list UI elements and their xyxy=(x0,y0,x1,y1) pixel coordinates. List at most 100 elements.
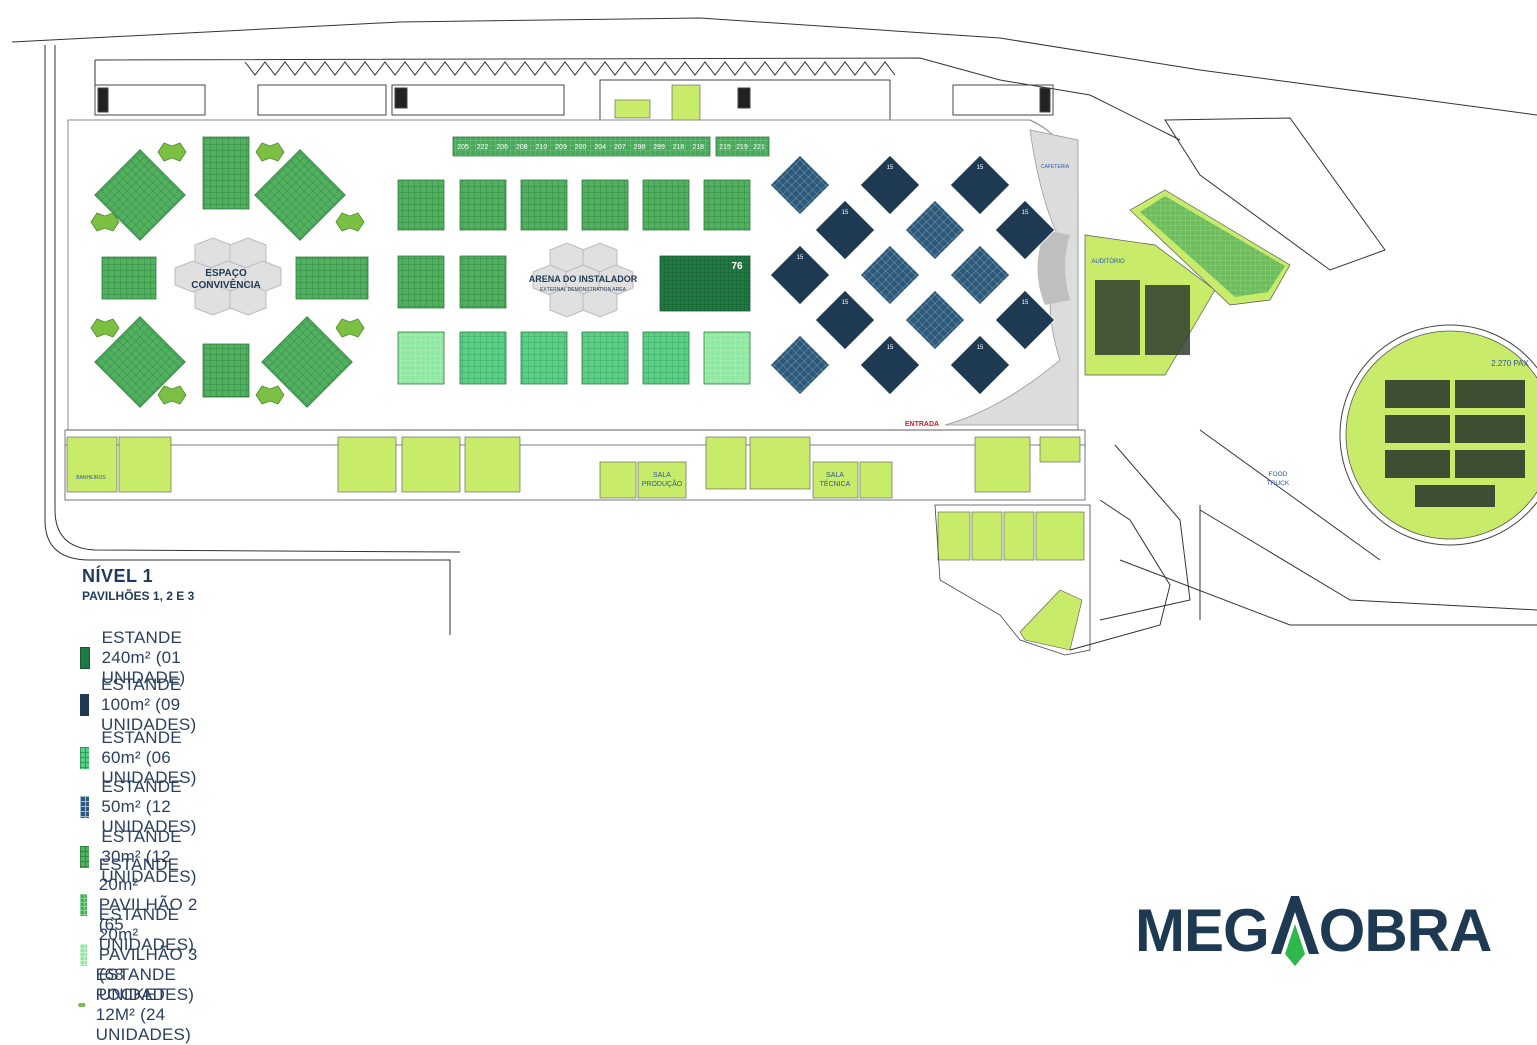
top-row-booth-label: 219 xyxy=(736,144,748,151)
sala-tecnica-label-2: TÉCNICA xyxy=(820,479,851,488)
arena-label: ARENA DO INSTALADOR xyxy=(529,274,638,284)
pocket-booth xyxy=(157,142,187,162)
booth-100m xyxy=(814,289,876,351)
booth-50m xyxy=(904,199,966,261)
top-row-booth-label: 210 xyxy=(536,144,548,151)
top-row-booth-label: 209 xyxy=(555,144,567,151)
left-zone-booths xyxy=(94,136,369,408)
legend-item-20-p2: ESTANDE 20m² PAVILHÃO 2 (65 UNIDADES) xyxy=(80,855,209,954)
top-row-booth-label: 221 xyxy=(753,144,765,151)
logo-right-text: OBRA xyxy=(1318,897,1493,964)
booth-100m xyxy=(769,244,831,306)
top-lime-room-1 xyxy=(614,99,651,119)
booth-50m xyxy=(769,154,831,216)
food-truck-label-1: FOOD xyxy=(1269,471,1288,478)
booth-50m xyxy=(769,334,831,396)
legend-label: ESTANDE 20m² PAVILHÃO 2 (65 UNIDADES) xyxy=(98,855,198,954)
hall-curve-auditorium xyxy=(1037,230,1070,305)
bottom-lime-rooms xyxy=(66,436,1081,499)
top-row-booth-label: 207 xyxy=(614,144,626,151)
pocket-booth xyxy=(90,212,120,232)
banheiros-label: BANHEIROS xyxy=(76,475,106,481)
pocket-booth xyxy=(157,385,187,405)
sala-producao-label-2: PRODUÇÃO xyxy=(642,479,683,488)
top-row-booth-label: 215 xyxy=(719,144,731,151)
top-row-booth-label: 204 xyxy=(594,144,606,151)
center-booths: 76 xyxy=(397,179,751,385)
legend-item-60: ESTANDE 60m² (06 UNIDADES) xyxy=(80,728,209,787)
legend-item-240: ESTANDE 240m² (01 UNIDADE) xyxy=(80,628,198,687)
legend-label: ESTANDE 20m² PAVILHÃO 3 (68 UNIDADES) xyxy=(98,905,198,1004)
pocket-booth xyxy=(255,385,285,405)
legend-label: ESTANDE POCKET 12M² (24 UNIDADES) xyxy=(95,965,191,1044)
booth-100m-label: 15 xyxy=(977,165,984,171)
pocket-booth xyxy=(335,318,365,338)
pocket-booth xyxy=(90,318,120,338)
logo-left-text: MEG xyxy=(1135,897,1270,964)
arena-do-instalador: ARENA DO INSTALADOR EXTERNAL DEMONSTRATI… xyxy=(529,242,638,318)
booth-100m xyxy=(949,154,1011,216)
auditorium: AUDITÓRIO xyxy=(1084,234,1216,376)
site-outline xyxy=(11,17,1537,651)
legend-label: ESTANDE 50m² (12 UNIDADES) xyxy=(101,777,197,836)
lower-wing xyxy=(937,511,1085,651)
booth-100m xyxy=(859,334,921,396)
food-truck-label-2: TRUCK xyxy=(1267,480,1290,487)
espaco-label-1: ESPAÇO xyxy=(205,268,247,279)
booth-100m-label: 15 xyxy=(887,345,894,351)
booth-100m-label: 15 xyxy=(797,255,804,261)
booth-100m xyxy=(949,334,1011,396)
sala-producao-label-1: SALA xyxy=(653,472,671,479)
legend-label: ESTANDE 30m² (12 UNIDADES) xyxy=(101,827,197,886)
booth-100m-label: 15 xyxy=(842,210,849,216)
pax-label: 2.270 PAX xyxy=(1491,359,1529,368)
booth-100m xyxy=(814,199,876,261)
swatch-20-p2 xyxy=(80,894,87,916)
entrada-label: ENTRADA xyxy=(905,421,939,428)
top-row-booth-label: 216 xyxy=(673,144,685,151)
booth-100m-label: 15 xyxy=(887,165,894,171)
top-service-rooms xyxy=(94,79,1054,121)
auditorio-label: AUDITÓRIO xyxy=(1091,258,1125,265)
booth-100m xyxy=(859,154,921,216)
espaco-convivencia: ESPAÇO CONVIVÊNCIA xyxy=(174,237,282,316)
booth-240 xyxy=(659,255,751,312)
booth-50m xyxy=(859,244,921,306)
top-lime-room-2 xyxy=(671,84,701,121)
pocket-booth xyxy=(255,142,285,162)
swatch-30 xyxy=(80,846,90,868)
level-subtitle: PAVILHÕES 1, 2 E 3 xyxy=(82,589,195,603)
legend-label: ESTANDE 60m² (06 UNIDADES) xyxy=(101,728,197,787)
top-row-booth-label: 200 xyxy=(575,144,587,151)
pocket-booth xyxy=(335,212,365,232)
cafeteria-label: CAFETERIA xyxy=(1041,164,1070,170)
booth-50m xyxy=(904,289,966,351)
arena-sublabel: EXTERNAL DEMONSTRATION AREA xyxy=(540,287,627,293)
booth-50m xyxy=(949,244,1011,306)
legend-item-20-p3: ESTANDE 20m² PAVILHÃO 3 (68 UNIDADES) xyxy=(80,905,209,1004)
swatch-pocket xyxy=(77,1002,86,1008)
legend-item-50: ESTANDE 50m² (12 UNIDADES) xyxy=(80,777,209,836)
swatch-60 xyxy=(80,747,90,769)
swatch-20-p3 xyxy=(80,944,87,966)
top-row-booth-label: 299 xyxy=(653,144,665,151)
auditorium-side-rooms xyxy=(1129,189,1291,306)
top-row-booth-label: 208 xyxy=(516,144,528,151)
espaco-label-2: CONVIVÊNCIA xyxy=(191,278,260,291)
sala-tecnica-label-1: SALA xyxy=(826,472,844,479)
booth-100m xyxy=(994,199,1056,261)
logo-chevron-icon xyxy=(1270,896,1319,966)
swatch-240 xyxy=(80,647,90,669)
legend-item-30: ESTANDE 30m² (12 UNIDADES) xyxy=(80,827,209,886)
bottom-service-rooms xyxy=(64,429,1086,501)
legend-item-pocket: ESTANDE POCKET 12M² (24 UNIDADES) xyxy=(77,965,209,1044)
top-row-booth-label: 222 xyxy=(477,144,489,151)
booth-100m-label: 15 xyxy=(1022,300,1029,306)
level-header: NÍVEL 1 PAVILHÕES 1, 2 E 3 xyxy=(82,566,194,603)
legend-label: ESTANDE 100m² (09 UNIDADES) xyxy=(101,675,197,734)
top-row-booths xyxy=(452,136,770,157)
level-title: NÍVEL 1 xyxy=(82,566,154,586)
